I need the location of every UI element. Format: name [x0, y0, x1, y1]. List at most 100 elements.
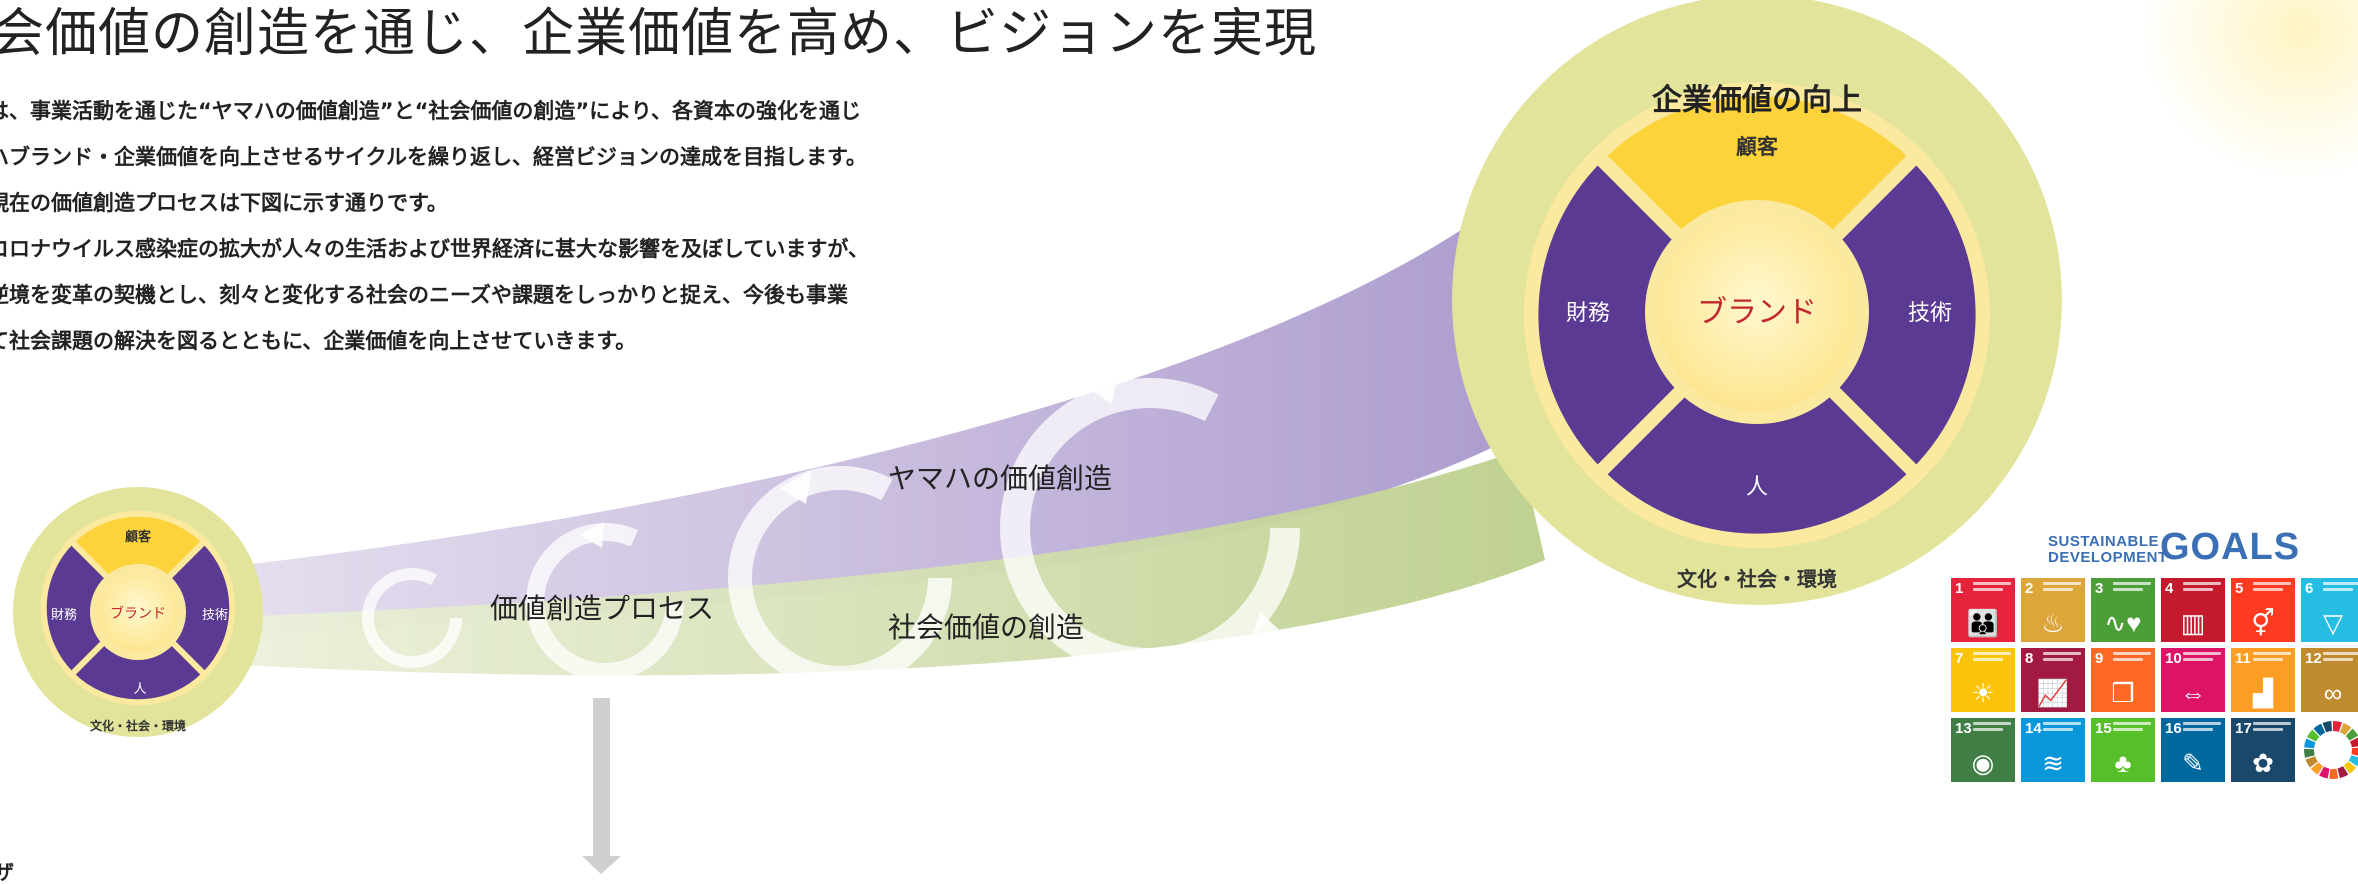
sdg-goal-caption	[2043, 722, 2081, 725]
sdg-goal-caption	[2113, 722, 2151, 725]
sdg-goal-caption	[2253, 652, 2291, 655]
book-icon: ▥	[2161, 608, 2225, 638]
small-people-label: 人	[133, 682, 146, 697]
sdg-wheel-segment	[2339, 770, 2346, 773]
sdg-goal-tile: 5⚥	[2231, 578, 2295, 642]
sdg-goal-tile: 2♨	[2021, 578, 2085, 642]
sdg-logo-line: DEVELOPMENT	[2048, 550, 2168, 566]
down-arrow-shaft	[593, 698, 610, 858]
sdg-goal-caption	[2113, 658, 2143, 661]
sdg-goal-number: 15	[2095, 720, 2112, 737]
sdg-goal-caption	[1973, 652, 2011, 655]
sdg-goal-caption	[2183, 582, 2221, 585]
sdg-goal-tile: 14≋	[2021, 718, 2085, 782]
sdg-wheel-icon	[2301, 718, 2358, 782]
sdg-goal-caption	[2253, 658, 2283, 661]
heartbeat-icon: ∿♥	[2091, 608, 2155, 638]
social-value-label: 社会価値の創造	[888, 611, 1084, 644]
large-brand-label: ブランド	[1697, 295, 1817, 330]
sdg-goal-caption	[2043, 728, 2073, 731]
sdg-wheel-segment	[2309, 741, 2311, 748]
fish-icon: ≋	[2021, 748, 2085, 778]
sdg-wheel-segment	[2347, 764, 2352, 769]
sdg-goal-number: 8	[2025, 650, 2033, 667]
sdg-wheel-segment	[2322, 771, 2329, 774]
glow-decoration	[2140, 0, 2358, 180]
sdg-goal-number: 11	[2235, 650, 2251, 667]
sdg-goal-caption	[1973, 658, 2003, 661]
sdg-goal-number: 6	[2305, 580, 2313, 597]
sdg-goal-number: 12	[2305, 650, 2322, 667]
sdg-wheel-segment	[2342, 728, 2348, 732]
sdg-goal-caption	[2253, 582, 2291, 585]
infinity-icon: ∞	[2301, 678, 2358, 708]
sdg-wheel-segment	[2353, 757, 2356, 764]
sdg-goal-tile: 10 ⇔	[2161, 648, 2225, 712]
sdg-goal-caption	[2253, 728, 2283, 731]
sdg-logo-line: SUSTAINABLE	[2048, 534, 2168, 550]
sdg-goal-number: 3	[2095, 580, 2103, 597]
sdg-panel: SUSTAINABLE DEVELOPMENT GOALS 1👪2♨3∿♥4▥5…	[1951, 532, 2358, 792]
sdg-goal-tile	[2301, 718, 2358, 782]
down-arrow-icon	[582, 856, 621, 874]
sdg-goal-caption	[2253, 588, 2283, 591]
sdg-goal-tile: 11 ▟	[2231, 648, 2295, 712]
sdg-goal-caption	[1973, 588, 2003, 591]
gender-icon: ⚥	[2231, 608, 2295, 638]
sdg-goal-number: 9	[2095, 650, 2103, 667]
sdg-goal-tile: 7☀	[1951, 648, 2015, 712]
tree-icon: ♣	[2091, 748, 2155, 778]
sdg-goal-caption	[2113, 582, 2151, 585]
sdg-goal-caption	[2113, 728, 2143, 731]
small-finance-label: 財務	[51, 608, 77, 623]
dove-icon: ✎	[2161, 748, 2225, 778]
flower-icon: ✿	[2231, 748, 2295, 778]
large-people-label: 人	[1746, 475, 1768, 500]
sdg-wheel-segment	[2324, 726, 2331, 728]
sdg-goal-caption	[1973, 722, 2011, 725]
city-icon: ▟	[2231, 678, 2295, 708]
footer-text: ザ	[0, 862, 14, 882]
sdg-wheel-segment	[2309, 749, 2310, 756]
corporate-value-heading: 企業価値の向上	[1652, 83, 1862, 118]
bowl-icon: ♨	[2021, 608, 2085, 638]
sdg-goal-number: 7	[1955, 650, 1963, 667]
people-icon: 👪	[1951, 608, 2015, 638]
small-technology-label: 技術	[202, 608, 228, 623]
sdg-goal-number: 2	[2025, 580, 2033, 597]
sdg-wheel-segment	[2317, 728, 2323, 732]
sdg-goal-tile: 16✎	[2161, 718, 2225, 782]
sdg-goal-tile: 3 ∿♥	[2091, 578, 2155, 642]
sdg-logo-goals: GOALS	[2160, 526, 2300, 569]
sdg-goal-caption	[2043, 658, 2073, 661]
sdg-goal-caption	[1973, 582, 2011, 585]
sdg-goal-number: 1	[1955, 580, 1963, 597]
sdg-goal-caption	[2323, 658, 2353, 661]
sdg-logo-small: SUSTAINABLE DEVELOPMENT	[2048, 534, 2168, 566]
water-icon: ▽	[2301, 608, 2358, 638]
sdg-goal-tile: 1👪	[1951, 578, 2015, 642]
large-brand-circle: 企業価値の向上 顧客 財務 技術 人 ブランド 文化・社会・環境	[1452, 0, 2062, 605]
sdg-goal-caption	[2323, 588, 2353, 591]
sdg-wheel-segment	[2349, 732, 2354, 738]
sdg-goal-caption	[2253, 722, 2291, 725]
sdg-goal-number: 10	[2165, 650, 2182, 667]
sdg-goal-tile: 4▥	[2161, 578, 2225, 642]
eye-icon: ◉	[1951, 748, 2015, 778]
sdg-goal-caption	[2183, 658, 2213, 661]
small-culture-label: 文化・社会・環境	[90, 718, 186, 733]
sdg-goal-caption	[2043, 588, 2073, 591]
sdg-wheel-segment	[2354, 739, 2356, 746]
sdg-goal-caption	[2183, 652, 2221, 655]
sdg-goal-caption	[2183, 722, 2221, 725]
equal-icon: ⇔	[2161, 678, 2225, 708]
sdg-goal-number: 5	[2235, 580, 2243, 597]
process-label: 価値創造プロセス	[490, 592, 714, 625]
sdg-goal-tile: 15 ♣	[2091, 718, 2155, 782]
sdg-wheel-segment	[2333, 726, 2340, 727]
sdg-goal-number: 17	[2235, 720, 2252, 737]
sdg-goal-number: 4	[2165, 580, 2173, 597]
sdg-goal-caption	[1973, 728, 2003, 731]
yamaha-value-label: ヤマハの価値創造	[888, 462, 1112, 495]
sdg-goal-tile: 6▽	[2301, 578, 2358, 642]
